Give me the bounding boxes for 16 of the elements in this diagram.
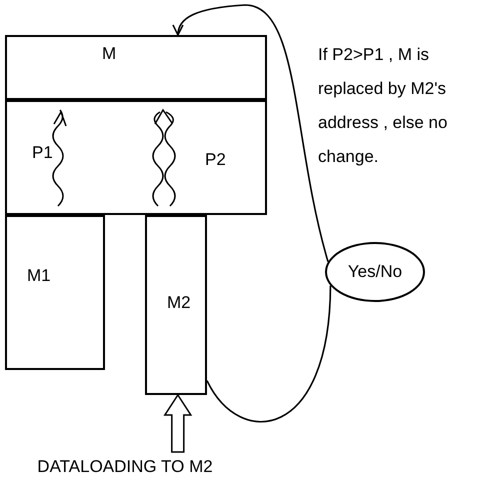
block-label: M2: [167, 292, 191, 314]
memory-box: [5, 100, 267, 215]
caption-text: DATALOADING TO M2: [36, 456, 214, 478]
block-label: M1: [27, 265, 51, 286]
memory-box: [5, 215, 105, 370]
curved-connector: [206, 286, 332, 422]
block-label: P2: [205, 149, 226, 170]
memory-box: [5, 35, 267, 100]
block-label: P1: [32, 142, 53, 164]
memory-box: [145, 215, 207, 395]
decision-label: Yes/No: [346, 261, 404, 284]
note-text: If P2>P1 , M is replaced by M2's address , else no change.: [318, 44, 448, 168]
decision-ellipse: [325, 242, 425, 302]
hollow-arrow: [163, 394, 192, 453]
curved-connector: [173, 4, 329, 262]
block-label: M: [102, 43, 116, 64]
